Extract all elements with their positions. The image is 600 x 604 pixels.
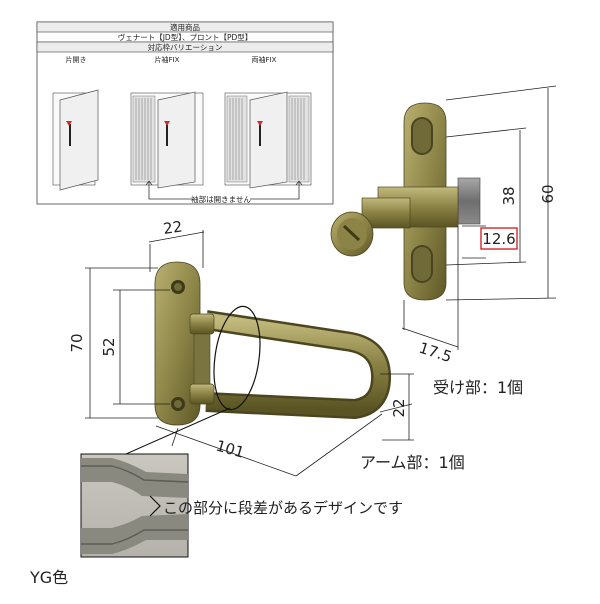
- arm-part-label: アーム部：1個: [360, 453, 465, 472]
- dim-arm-width-label: 22: [162, 217, 183, 237]
- dim-receiver-pitch: 38: [445, 127, 527, 266]
- dim-offset-highlight-box: [480, 227, 518, 250]
- info-table: 適用商品 ヴェナート【JD型】、プロント【PD型】 対応枠バリエーション 片開き…: [36, 21, 334, 205]
- receiver-part: [330, 102, 481, 301]
- dim-arm-width: 22: [148, 217, 205, 272]
- door-single-illustration: [52, 89, 99, 191]
- frame-header: 対応枠バリエーション: [148, 42, 223, 52]
- door-one-side-fix-illustration: [130, 91, 204, 189]
- zoom-note: この部分に段差があるデザインです: [163, 499, 403, 517]
- dim-receiver-height: 60: [445, 85, 557, 301]
- dim-receiver-height-label: 60: [539, 184, 557, 203]
- door-both-side-fix-illustration: [224, 91, 312, 189]
- variant-one-side-fix: 片袖FIX: [155, 55, 180, 64]
- dim-arm-depth: 22: [380, 373, 414, 441]
- color-name: YG色: [29, 568, 68, 587]
- applicable-header: 適用商品: [170, 22, 200, 32]
- dim-arm-length-label: 101: [214, 437, 246, 462]
- fixed-panel-note: 袖部は開きません: [191, 194, 251, 204]
- variant-single: 片開き: [66, 55, 87, 64]
- dim-arm-pitch-label: 52: [100, 337, 118, 356]
- arm-part: [154, 261, 391, 426]
- dim-receiver-offset: 12.6: [462, 225, 518, 259]
- zoom-callout: [80, 305, 261, 558]
- applicable-value: ヴェナート【JD型】、プロント【PD型】: [118, 32, 253, 42]
- variant-both-side-fix: 両袖FIX: [252, 55, 277, 64]
- dim-arm-depth-label: 22: [390, 398, 408, 417]
- dim-arm-pitch: 52: [100, 289, 170, 405]
- dim-receiver-depth-label: 17.5: [417, 339, 454, 366]
- dim-arm-height-label: 70: [68, 333, 86, 352]
- dim-receiver-pitch-label: 38: [500, 186, 518, 205]
- dim-arm-height: 70: [68, 267, 158, 419]
- receiver-part-label: 受け部：1個: [433, 378, 523, 397]
- dim-receiver-offset-label: 12.6: [482, 230, 515, 248]
